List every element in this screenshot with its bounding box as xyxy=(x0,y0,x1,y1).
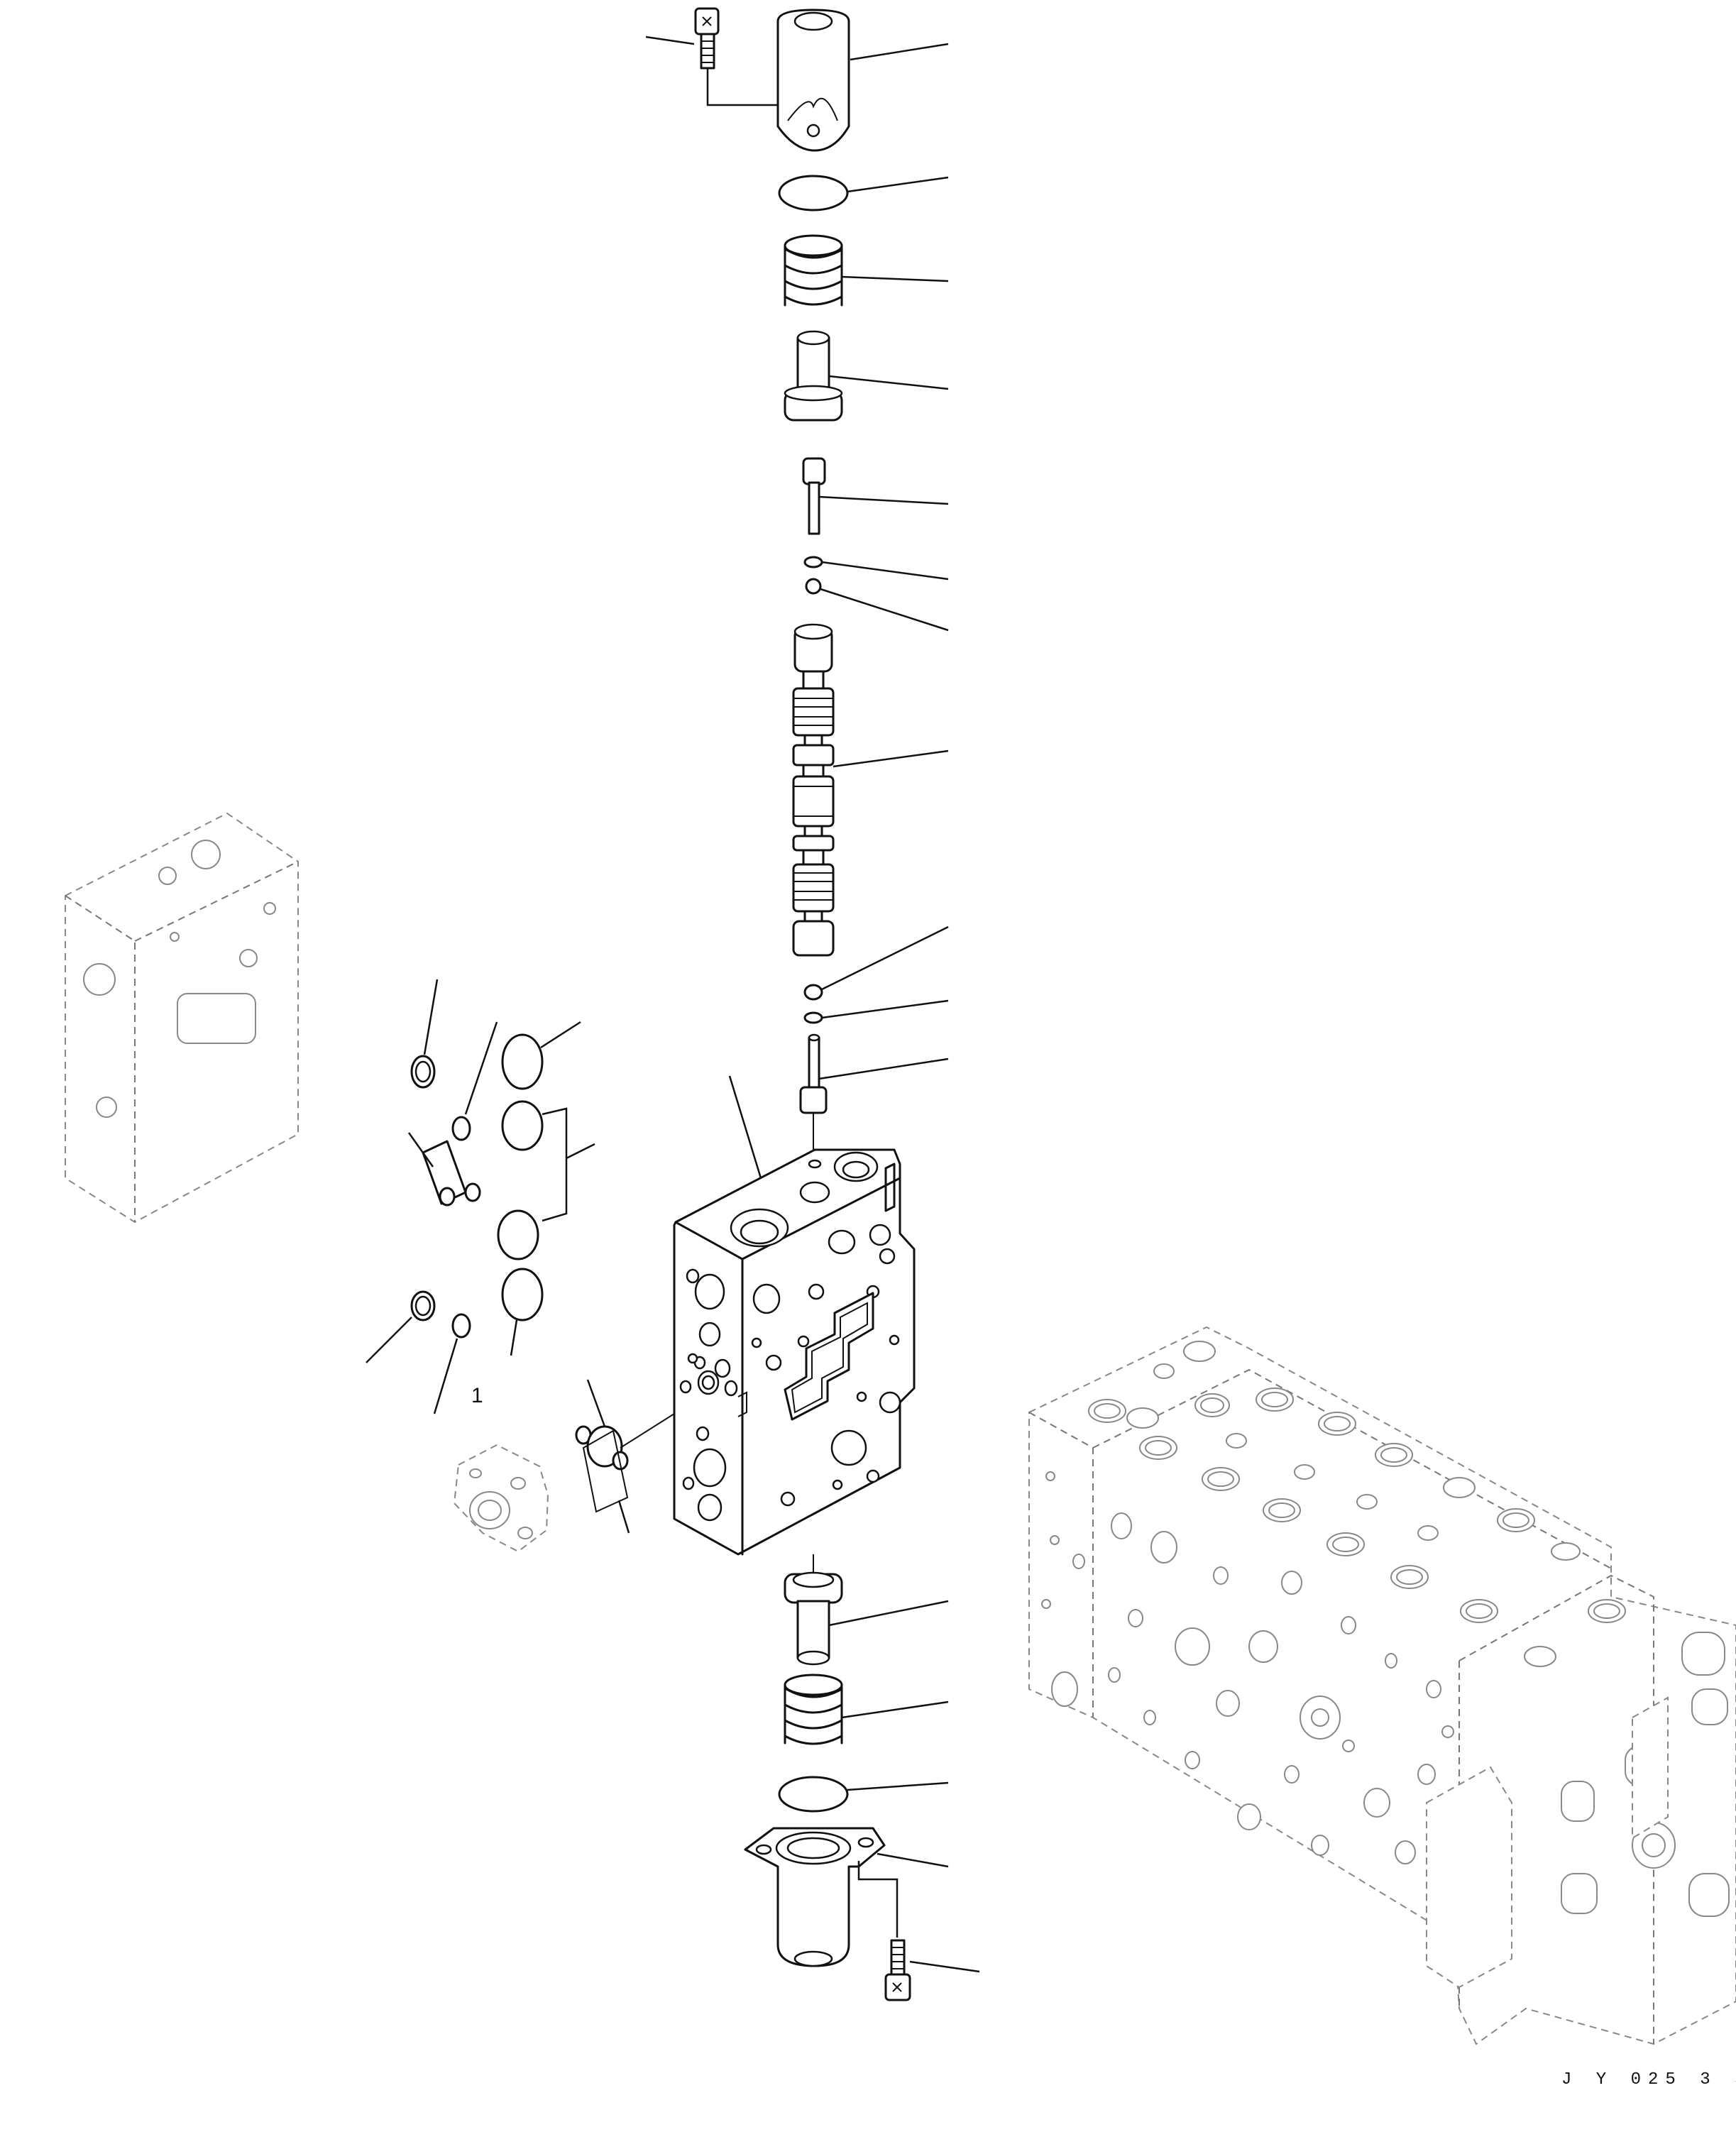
drawing-code: J Y 025 3 5 7 xyxy=(1561,2070,1736,2089)
spring-bottom xyxy=(784,1674,843,1745)
spring-top xyxy=(784,234,843,307)
seal-parts-left xyxy=(410,1033,544,1339)
flange-block xyxy=(453,1444,549,1553)
stopper-top xyxy=(802,457,826,535)
o-ring-top xyxy=(778,175,849,211)
spring-retainer-top xyxy=(784,330,843,422)
valve-body-section xyxy=(673,1148,916,1556)
spool xyxy=(792,623,835,957)
o-ring-small-4 xyxy=(803,1011,823,1024)
o-ring-small-3 xyxy=(803,984,823,1001)
o-ring-pair-middle xyxy=(575,1425,629,1513)
stopper-bottom xyxy=(799,1033,828,1114)
item-label: 1 xyxy=(471,1384,483,1407)
bolt-top xyxy=(694,7,720,70)
o-ring-bottom xyxy=(778,1776,849,1813)
callout-leaders xyxy=(645,35,980,1973)
ghost-valve-section-left xyxy=(65,812,299,1224)
o-ring-small-2 xyxy=(805,578,822,595)
bolt-bottom xyxy=(884,1939,911,2001)
o-ring-small-1 xyxy=(803,556,823,568)
pilot-cap-top xyxy=(776,9,850,152)
ghost-main-valve xyxy=(1028,1326,1736,2045)
spring-retainer-bottom xyxy=(784,1571,843,1666)
pilot-cap-bottom xyxy=(744,1827,886,1967)
